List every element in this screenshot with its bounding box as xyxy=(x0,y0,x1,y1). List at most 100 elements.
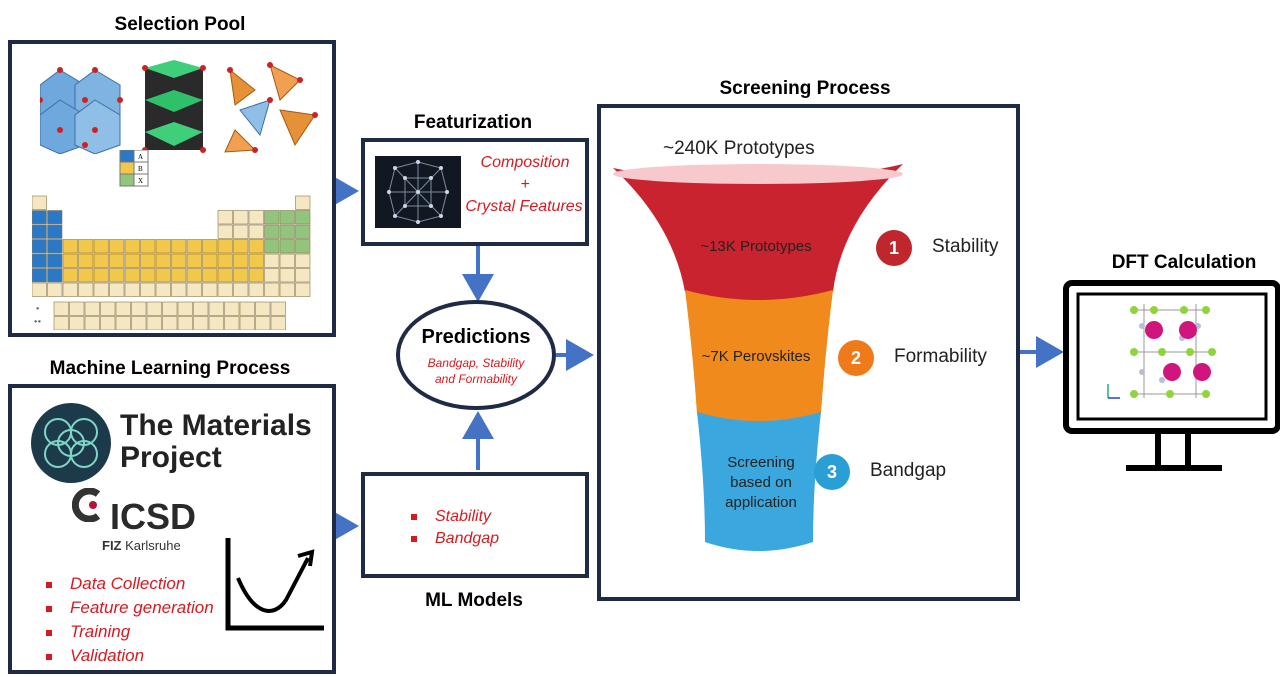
ml-process-panel: The Materials Project ICSD FIZ Karlsruhe… xyxy=(8,384,336,674)
step-name-label: Stability xyxy=(932,236,999,257)
element-cell xyxy=(32,282,47,297)
screening-panel: ~240K Prototypes ~13K Prototypes ~7K Per… xyxy=(597,104,1020,601)
element-cell xyxy=(171,282,187,297)
ml-model-label: Stability xyxy=(435,508,492,525)
funnel-stage-blue xyxy=(697,412,821,551)
element-cell xyxy=(279,268,295,283)
element-cell xyxy=(155,282,171,297)
element-cell xyxy=(177,316,193,330)
element-cell xyxy=(233,268,249,283)
element-cell xyxy=(202,253,218,268)
bullet-marker xyxy=(46,581,52,588)
stage3-label-3: application xyxy=(725,494,797,511)
featurization-title: Featurization xyxy=(413,112,533,133)
element-cell xyxy=(295,210,311,225)
ml-step-item: Training xyxy=(46,622,130,642)
element-cell xyxy=(115,316,131,330)
element-cell xyxy=(217,224,233,239)
crystal-graph-image xyxy=(375,156,461,228)
ml-step-item: Feature generation xyxy=(46,598,214,618)
element-cell xyxy=(62,282,78,297)
fiz-karlsruhe: FIZ Karlsruhe xyxy=(102,538,181,553)
element-cell xyxy=(208,301,224,316)
element-cell xyxy=(93,268,109,283)
element-cell xyxy=(146,301,162,316)
element-cell xyxy=(109,239,125,254)
element-cell xyxy=(32,253,47,268)
element-cell xyxy=(295,268,311,283)
legend-a: A xyxy=(138,153,143,161)
ml-step-label: Data Collection xyxy=(70,574,186,593)
element-cell xyxy=(248,224,264,239)
element-cell xyxy=(233,239,249,254)
element-cell xyxy=(62,253,78,268)
element-cell xyxy=(171,239,187,254)
lanthanide-marker: * xyxy=(36,306,40,314)
screening-funnel xyxy=(613,164,903,551)
element-cell xyxy=(78,239,94,254)
materials-project-name-text: The Materials Project xyxy=(120,409,312,474)
element-cell xyxy=(186,239,202,254)
element-cell xyxy=(295,195,311,210)
element-cell xyxy=(93,253,109,268)
step-name-label: Bandgap xyxy=(870,460,947,481)
bullet-marker xyxy=(411,535,417,542)
actinide-marker: ** xyxy=(34,319,42,327)
element-cell xyxy=(186,253,202,268)
element-cell xyxy=(217,282,233,297)
element-cell xyxy=(62,268,78,283)
element-cell xyxy=(62,239,78,254)
element-cell xyxy=(171,253,187,268)
stage2-label: ~7K Perovskites xyxy=(701,348,811,365)
featurization-crystal-features: Crystal Features xyxy=(465,198,583,215)
element-cell xyxy=(295,253,311,268)
element-cell xyxy=(248,268,264,283)
tetrahedra-structure-icon xyxy=(224,62,318,153)
ml-step-item: Validation xyxy=(46,646,144,666)
step-number-badge: 2 xyxy=(838,340,874,376)
element-cell xyxy=(140,239,156,254)
element-cell xyxy=(193,301,209,316)
ml-step-item: Data Collection xyxy=(46,574,185,594)
perovskite-octahedra-icon xyxy=(40,67,123,154)
element-cell xyxy=(279,239,295,254)
element-cell xyxy=(47,253,63,268)
element-cell xyxy=(255,301,271,316)
legend-x: X xyxy=(138,177,143,185)
fiz-rest: Karlsruhe xyxy=(121,538,181,553)
featurization-composition: Composition xyxy=(480,154,570,171)
element-cell xyxy=(124,239,140,254)
element-cell xyxy=(47,224,63,239)
element-cell xyxy=(186,268,202,283)
element-cell xyxy=(217,268,233,283)
ml-model-item: Bandgap xyxy=(411,530,499,548)
predictions-title: Predictions xyxy=(421,326,531,348)
element-cell xyxy=(100,316,116,330)
element-cell xyxy=(32,224,47,239)
element-cell xyxy=(264,224,280,239)
element-cell xyxy=(248,253,264,268)
element-cell xyxy=(78,282,94,297)
element-cell xyxy=(239,316,255,330)
element-cell xyxy=(233,253,249,268)
element-cell xyxy=(224,316,240,330)
element-cell xyxy=(279,210,295,225)
element-cell xyxy=(162,301,178,316)
element-cell xyxy=(84,316,100,330)
element-cell xyxy=(264,239,280,254)
stage3-label-2: based on xyxy=(730,474,792,491)
hexagonal-structure-icon xyxy=(142,60,206,153)
ml-step-label: Validation xyxy=(70,646,145,665)
element-cell xyxy=(233,210,249,225)
element-cell xyxy=(202,239,218,254)
periodic-table-image: A B X * ** xyxy=(32,150,311,330)
element-cell xyxy=(47,282,63,297)
element-cell xyxy=(124,282,140,297)
ml-step-label: Training xyxy=(70,622,131,641)
element-cell xyxy=(279,224,295,239)
crystal-structures-image xyxy=(40,60,318,154)
element-cell xyxy=(124,253,140,268)
element-cell xyxy=(239,301,255,316)
element-cell xyxy=(115,301,131,316)
